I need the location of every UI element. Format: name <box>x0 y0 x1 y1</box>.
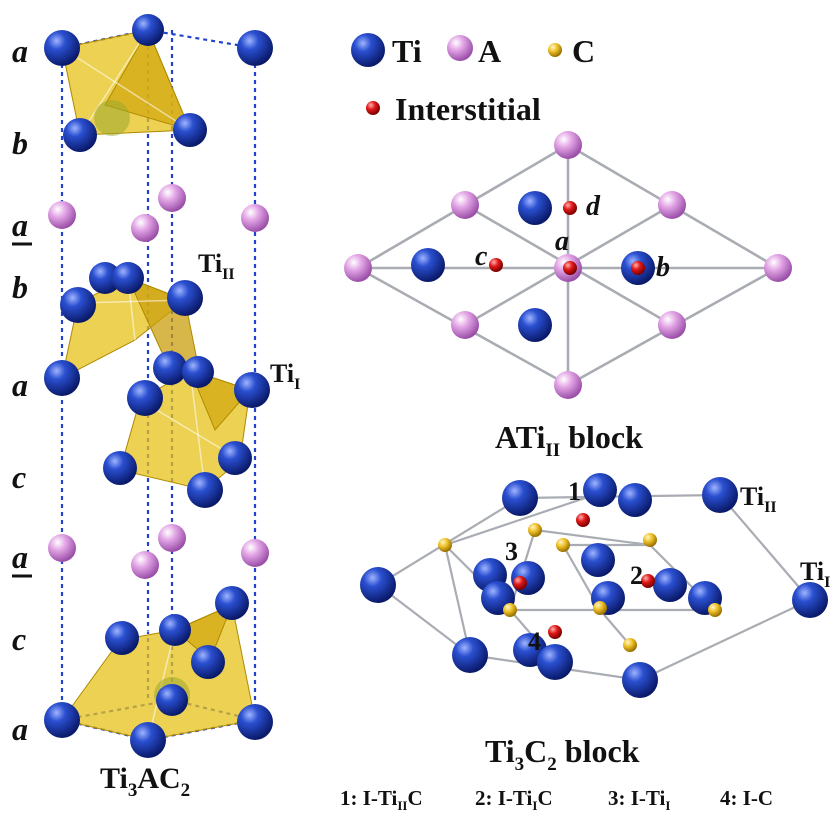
ti-ii-label-left: TiII <box>198 249 235 283</box>
ti-ii-label-right: TiII <box>740 482 777 516</box>
ati-a-atoms <box>344 131 792 399</box>
stacking-layer-label: c <box>12 621 26 657</box>
site-def-3: 3: I-TiI <box>608 786 670 813</box>
a-legend-swatch <box>447 35 473 61</box>
site-a-label: a <box>555 226 569 257</box>
stacking-layer-label: c <box>12 459 26 495</box>
ti-legend-label: Ti <box>392 33 422 69</box>
site-c-label: c <box>475 241 488 272</box>
c-legend-swatch <box>548 43 562 57</box>
stacking-layer-label: a <box>12 33 28 69</box>
a-atoms-left <box>48 184 269 579</box>
ati-ii-block: d c a b ATiII block <box>344 131 792 461</box>
ti-i-label-left: TiI <box>270 359 300 393</box>
site-b-label: b <box>656 252 670 283</box>
site-def-4: 4: I-C <box>720 786 773 810</box>
site-d-label: d <box>586 191 601 222</box>
stacking-layer-label: b <box>12 269 28 305</box>
site-3-label: 3 <box>505 537 518 566</box>
interstitial-legend-swatch <box>366 101 380 115</box>
ati-block-title: ATiII block <box>495 419 643 461</box>
site-def-2: 2: I-TiIC <box>475 786 553 813</box>
ti3c2-bonds <box>377 491 811 682</box>
stacking-layer-label: a <box>12 367 28 403</box>
c-legend-label: C <box>572 33 595 69</box>
site-definitions: 1: I-TiIIC 2: I-TiIC 3: I-TiI 4: I-C <box>340 786 773 813</box>
interstitial-legend-label: Interstitial <box>395 91 541 127</box>
site-2-label: 2 <box>630 561 643 590</box>
stacking-layer-label: a <box>12 207 28 243</box>
c-atom-shadow <box>94 100 130 136</box>
ati-interstitials <box>489 201 645 275</box>
ti-i-label-right: TiI <box>800 557 830 591</box>
ti3c2-ti-atoms <box>360 473 828 698</box>
ti3c2-block: 1 2 3 4 TiII TiI Ti3C2 block <box>360 473 830 775</box>
legend: Ti A C Interstitial <box>351 33 595 127</box>
a-legend-label: A <box>478 33 501 69</box>
stacking-layer-label: b <box>12 125 28 161</box>
ti-atoms-left <box>44 14 273 758</box>
ti-legend-swatch <box>351 33 385 67</box>
ti3c2-block-title: Ti3C2 block <box>485 733 640 775</box>
site-4-label: 4 <box>528 627 541 656</box>
ti3c2-c-atoms <box>438 523 722 652</box>
stacking-layer-label: a <box>12 711 28 747</box>
unit-cell-caption: Ti3AC2 <box>100 762 190 801</box>
stacking-layer-label: a <box>12 539 28 575</box>
ti3c2-interstitials <box>513 513 655 639</box>
site-def-1: 1: I-TiIIC <box>340 786 423 813</box>
site-1-label: 1 <box>568 477 581 506</box>
